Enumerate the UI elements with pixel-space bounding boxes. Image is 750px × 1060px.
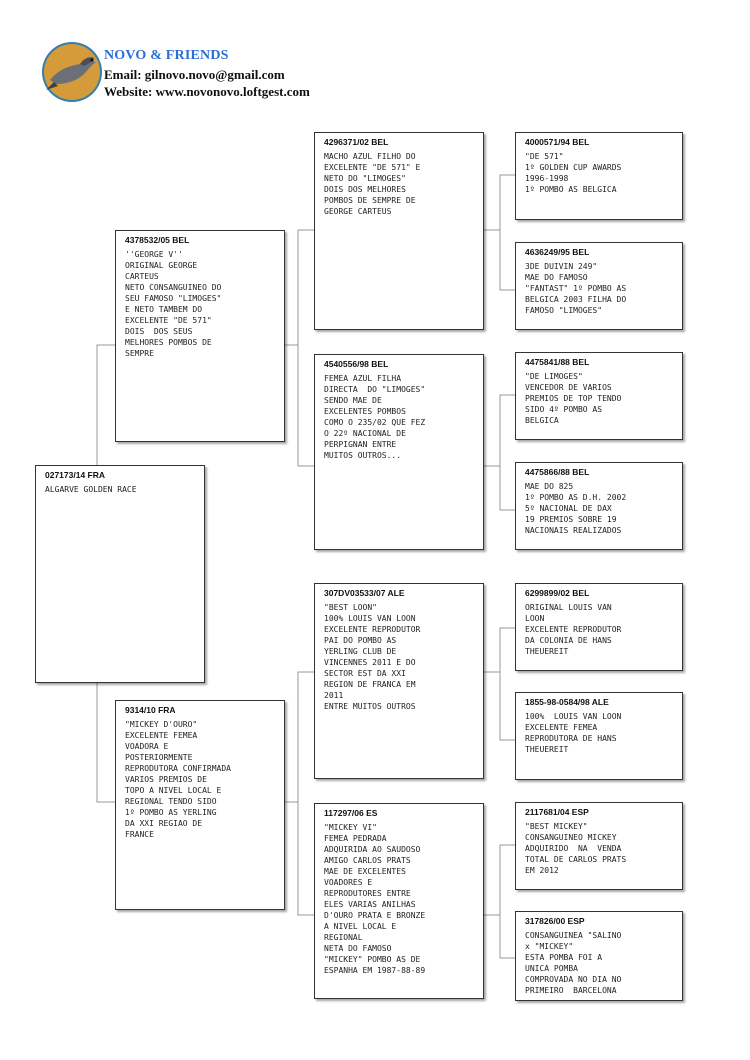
pedigree-description: ''GEORGE V'' ORIGINAL GEORGE CARTEUS NET… [125,250,222,358]
pedigree-box-sire: 4378532/05 BEL ''GEORGE V'' ORIGINAL GEO… [115,230,285,442]
pedigree-box-ss-sire: 4000571/94 BEL "DE 571" 1º GOLDEN CUP AW… [515,132,683,220]
ring-number: 1855-98-0584/98 ALE [525,697,609,707]
ring-number: 4296371/02 BEL [324,137,389,147]
pedigree-description: "BEST MICKEY" CONSANGUINEO MICKEY ADQUIR… [525,822,627,875]
pedigree-description: "DE LIMOGES" VENCEDOR DE VARIOS PREMIOS … [525,372,622,425]
ring-number: 9314/10 FRA [125,705,176,715]
pedigree-box-dd-sire: 2117681/04 ESP "BEST MICKEY" CONSANGUINE… [515,802,683,890]
pedigree-description: "MICKEY VI" FEMEA PEDRADA ADQUIRIDA AO S… [324,823,426,975]
ring-number: 307DV03533/07 ALE [324,588,405,598]
pedigree-description: MAE DO 825 1º POMBO AS D.H. 2002 5º NACI… [525,482,627,535]
ring-number: 117297/06 ES [324,808,378,818]
pedigree-description: "DE 571" 1º GOLDEN CUP AWARDS 1996-1998 … [525,152,622,194]
ring-number: 6299899/02 BEL [525,588,590,598]
ring-number: 4000571/94 BEL [525,137,590,147]
ring-number: 4378532/05 BEL [125,235,190,245]
pedigree-box-sire-sire: 4296371/02 BEL MACHO AZUL FILHO DO EXCEL… [314,132,484,330]
pedigree-description: "MICKEY D'OURO" EXCELENTE FEMEA VOADORA … [125,720,231,839]
ring-number: 4636249/95 BEL [525,247,590,257]
header: NOVO & FRIENDS Email: gilnovo.novo@gmail… [40,40,440,105]
ring-number: 027173/14 FRA [45,470,106,480]
brand-name: NOVO & FRIENDS [104,48,229,63]
ring-number: 4475841/88 BEL [525,357,590,367]
pedigree-box-sd-dam: 4475866/88 BEL MAE DO 825 1º POMBO AS D.… [515,462,683,550]
pedigree-description: 100% LOUIS VAN LOON EXCELENTE FEMEA REPR… [525,712,622,754]
pedigree-description: FEMEA AZUL FILHA DIRECTA DO "LIMOGES" SE… [324,374,426,460]
website-line: Website: www.novonovo.loftgest.com [104,84,310,99]
pedigree-box-sire-dam: 4540556/98 BEL FEMEA AZUL FILHA DIRECTA … [314,354,484,550]
pedigree-description: 3DE DUIVIN 249" MAE DO FAMOSO "FANTAST" … [525,262,627,315]
pedigree-box-ds-sire: 6299899/02 BEL ORIGINAL LOUIS VAN LOON E… [515,583,683,671]
ring-number: 4540556/98 BEL [324,359,389,369]
pedigree-box-dam: 9314/10 FRA "MICKEY D'OURO" EXCELENTE FE… [115,700,285,910]
pigeon-logo-icon [42,42,102,102]
pedigree-box-dd-dam: 317826/00 ESP CONSANGUINEA "SALINO x "MI… [515,911,683,1001]
pedigree-description: CONSANGUINEA "SALINO x "MICKEY" ESTA POM… [525,931,622,995]
email-line: Email: gilnovo.novo@gmail.com [104,67,285,82]
pedigree-box-dam-sire: 307DV03533/07 ALE "BEST LOON" 100% LOUIS… [314,583,484,779]
pedigree-box-ss-dam: 4636249/95 BEL 3DE DUIVIN 249" MAE DO FA… [515,242,683,330]
pedigree-box-dam-dam: 117297/06 ES "MICKEY VI" FEMEA PEDRADA A… [314,803,484,999]
pedigree-description: ORIGINAL LOUIS VAN LOON EXCELENTE REPROD… [525,603,622,656]
pedigree-description: MACHO AZUL FILHO DO EXCELENTE "DE 571" E… [324,152,421,216]
pedigree-box-sd-sire: 4475841/88 BEL "DE LIMOGES" VENCEDOR DE … [515,352,683,440]
ring-number: 4475866/88 BEL [525,467,590,477]
pedigree-box-ds-dam: 1855-98-0584/98 ALE 100% LOUIS VAN LOON … [515,692,683,780]
ring-number: 317826/00 ESP [525,916,585,926]
pedigree-description: ALGARVE GOLDEN RACE [45,485,137,494]
pedigree-description: "BEST LOON" 100% LOUIS VAN LOON EXCELENT… [324,603,421,711]
pedigree-box-subject: 027173/14 FRA ALGARVE GOLDEN RACE [35,465,205,683]
ring-number: 2117681/04 ESP [525,807,589,817]
